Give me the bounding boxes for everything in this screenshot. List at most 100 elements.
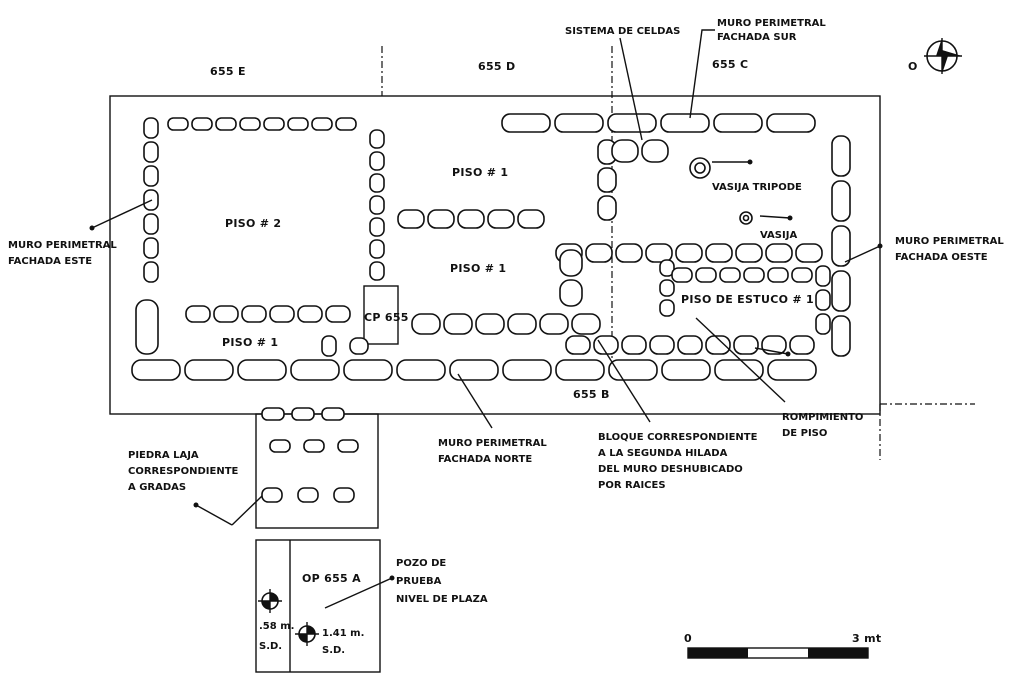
- wall-stone-west: [831, 225, 851, 267]
- wall-stone-north: [767, 359, 817, 381]
- stair-stone: [321, 407, 345, 421]
- wall-stone-estuco: [677, 335, 703, 355]
- wall-stone-piso1: [507, 313, 537, 335]
- label-bloque-3: DEL MURO DESHUBICADO: [598, 464, 743, 475]
- wall-stone-estuco: [791, 267, 813, 283]
- north-letter: O: [908, 60, 918, 73]
- wall-stone-estuco: [743, 267, 765, 283]
- wall-stone-estuco: [659, 279, 675, 297]
- wall-stone-estuco: [593, 335, 619, 355]
- label-muro-oeste-1: MURO PERIMETRAL: [895, 236, 1004, 247]
- wall-stone-partition: [705, 243, 733, 263]
- wall-stone-north: [661, 359, 711, 381]
- wall-stone-south: [766, 113, 816, 133]
- label-sistema-celdas: SISTEMA DE CELDAS: [565, 26, 680, 37]
- wall-stone-cells: [559, 279, 583, 307]
- floor-label-estuco: PISO DE ESTUCO # 1: [681, 293, 814, 306]
- wall-stone-partition: [427, 209, 455, 229]
- wall-stone-room2-top: [287, 117, 309, 131]
- vasija-tripode-symbol: [689, 157, 711, 179]
- wall-stone-south: [501, 113, 551, 133]
- wall-stone-room2-right: [369, 239, 385, 259]
- wall-stone-east: [135, 299, 159, 355]
- leader-lines: [89, 29, 883, 609]
- wall-stone-piso1: [539, 313, 569, 335]
- wall-stone-west: [831, 180, 851, 222]
- wall-stone-south: [660, 113, 710, 133]
- stair-stone: [261, 407, 285, 421]
- wall-stone-east: [143, 213, 159, 235]
- wall-stone-room2-bottom: [185, 305, 211, 323]
- label-piedra-2: CORRESPONDIENTE: [128, 466, 239, 477]
- wall-stone-estuco: [815, 289, 831, 311]
- wall-stone-partition: [675, 243, 703, 263]
- cp655-box: [363, 285, 399, 345]
- wall-stone-partition: [645, 243, 673, 263]
- wall-stone-north: [502, 359, 552, 381]
- label-muro-norte-1: MURO PERIMETRAL: [438, 438, 547, 449]
- wall-stone-north: [449, 359, 499, 381]
- wall-stone-estuco: [815, 313, 831, 335]
- wall-stone-room2-right: [369, 217, 385, 237]
- scale-start: 0: [684, 632, 692, 645]
- unit-label-655b: 655 B: [573, 388, 610, 401]
- wall-stone-partition: [457, 209, 485, 229]
- label-pozo-1: POZO DE: [396, 558, 446, 569]
- wall-stone-partition: [487, 209, 515, 229]
- wall-stone-room2-top: [239, 117, 261, 131]
- stair-stone: [333, 487, 355, 503]
- label-bloque-4: POR RAICES: [598, 480, 666, 491]
- wall-stone-north: [555, 359, 605, 381]
- wall-stone-estuco: [621, 335, 647, 355]
- label-piedra-3: A GRADAS: [128, 482, 186, 493]
- wall-stone-east: [143, 141, 159, 163]
- label-op655a: OP 655 A: [302, 572, 361, 585]
- stair-extension: [255, 413, 379, 529]
- wall-stone-room2-top: [191, 117, 213, 131]
- stair-stone: [297, 487, 319, 503]
- floor-label-piso2: PISO # 2: [225, 217, 281, 230]
- label-muro-sur-2: FACHADA SUR: [717, 32, 797, 43]
- wall-stone-piso1: [475, 313, 505, 335]
- wall-stone-west: [831, 270, 851, 312]
- label-piedra-1: PIEDRA LAJA: [128, 450, 199, 461]
- wall-stone-room2-bottom: [297, 305, 323, 323]
- stair-stone: [303, 439, 325, 453]
- stone-walls: [131, 113, 851, 503]
- wall-stone-estuco: [719, 267, 741, 283]
- label-muro-oeste-2: FACHADA OESTE: [895, 252, 988, 263]
- wall-stone-partition: [517, 209, 545, 229]
- floor-label-piso1-upper: PISO # 1: [452, 166, 508, 179]
- wall-stone-room2-bottom: [213, 305, 239, 323]
- wall-stone-room2-top: [311, 117, 333, 131]
- wall-stone-south: [607, 113, 657, 133]
- wall-stone-estuco: [659, 259, 675, 277]
- unit-label-655d: 655 D: [478, 60, 515, 73]
- wall-stone-north: [290, 359, 340, 381]
- wall-stone-west: [831, 315, 851, 357]
- stair-stone: [261, 487, 283, 503]
- loose-stone: [349, 337, 369, 355]
- vasija-symbol: [739, 211, 753, 225]
- plan-labels: 655 E 655 D 655 C 655 B PISO # 2 PISO # …: [8, 18, 1004, 656]
- wall-stone-partition: [795, 243, 823, 263]
- label-rompimiento-2: DE PISO: [782, 428, 827, 439]
- wall-stone-south: [554, 113, 604, 133]
- wall-stone-estuco: [815, 265, 831, 287]
- label-muro-norte-2: FACHADA NORTE: [438, 454, 532, 465]
- label-muro-sur-1: MURO PERIMETRAL: [717, 18, 826, 29]
- wall-stone-room2-bottom: [325, 305, 351, 323]
- wall-stone-cells: [641, 139, 669, 163]
- wall-stone-room2-right: [369, 129, 385, 149]
- wall-stone-room2-top: [167, 117, 189, 131]
- wall-stone-room2-bottom: [269, 305, 295, 323]
- wall-stone-piso1: [571, 313, 601, 335]
- wall-stone-north: [343, 359, 393, 381]
- wall-stone-piso1: [443, 313, 473, 335]
- wall-stone-room2-right: [369, 173, 385, 193]
- wall-stone-room2-top: [263, 117, 285, 131]
- wall-stone-partition: [765, 243, 793, 263]
- wall-stone-east: [143, 165, 159, 187]
- unit-label-655c: 655 C: [712, 58, 748, 71]
- datum-marker-1: [258, 589, 282, 613]
